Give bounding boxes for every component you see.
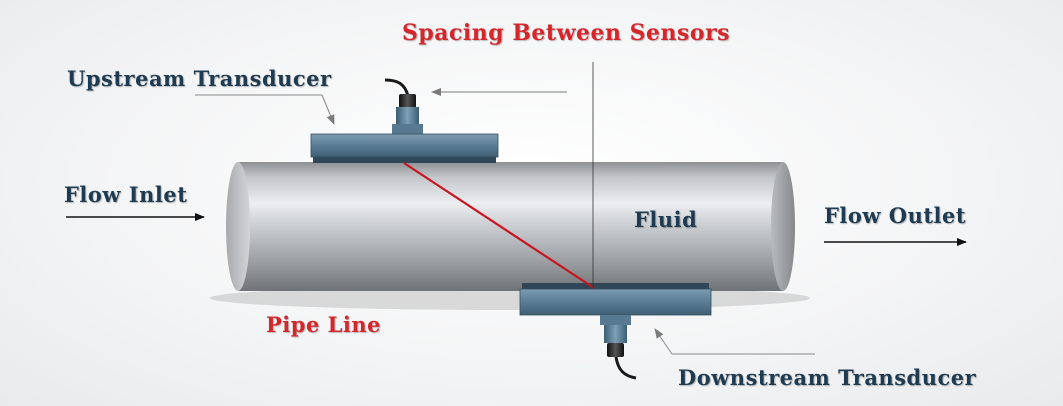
pipe-line-label: Pipe Line — [266, 312, 381, 337]
downstream-connector-base — [600, 315, 631, 325]
upstream-connector-base — [392, 124, 423, 134]
pipe — [226, 162, 795, 291]
downstream-plate — [519, 288, 712, 316]
downstream-connector — [604, 325, 627, 343]
downstream-cable — [614, 356, 637, 380]
spacing-label: Spacing Between Sensors — [402, 20, 731, 46]
upstream-plate — [310, 133, 499, 158]
signal-path — [403, 162, 595, 289]
upstream-transducer-label: Upstream Transducer — [67, 66, 332, 91]
downstream-connector-cap — [607, 343, 624, 357]
fluid-label: Fluid — [634, 207, 698, 232]
flow-inlet-label: Flow Inlet — [64, 182, 188, 207]
upstream-transducer — [310, 78, 499, 163]
downstream-transducer-label: Downstream Transducer — [678, 365, 977, 390]
upstream-connector — [396, 107, 419, 125]
flow-outlet-label: Flow Outlet — [824, 203, 967, 228]
pipe-right-end — [771, 162, 795, 291]
downstream-transducer — [519, 283, 712, 380]
upstream-cable — [384, 78, 410, 97]
downstream-plate-edge — [522, 283, 709, 289]
upstream-connector-cap — [399, 94, 416, 108]
downstream-leader-arrow — [654, 328, 673, 355]
pipe-left-end — [226, 162, 250, 291]
upstream-leader-arrow — [321, 94, 335, 125]
upstream-plate-edge — [313, 157, 496, 163]
